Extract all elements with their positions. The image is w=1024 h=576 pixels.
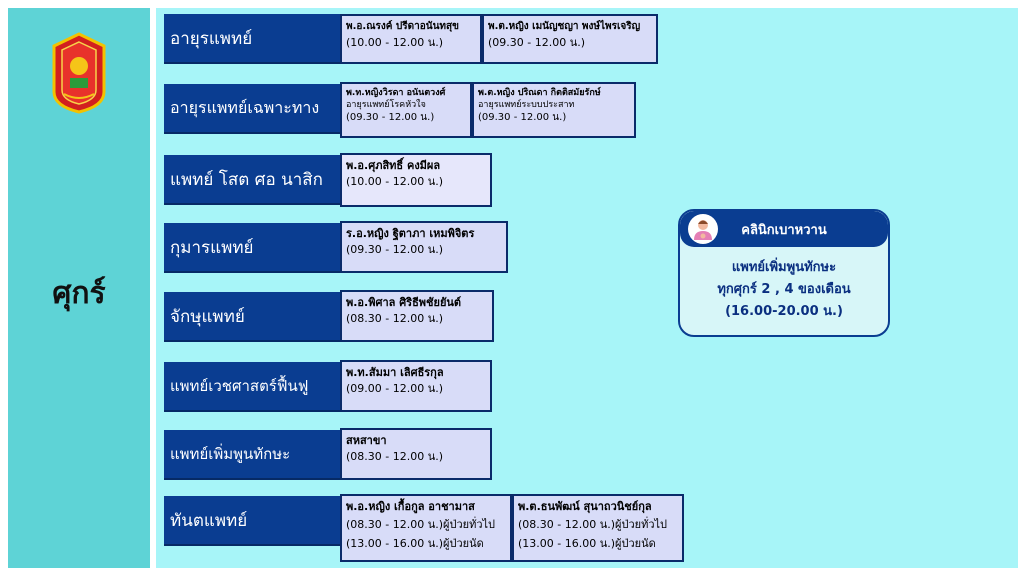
doctor-card: พ.ต.หญิง เมนัญชญา พงษ์ไพรเจริญ (09.30 - … bbox=[482, 14, 658, 64]
dept-intern: แพทย์เพิ่มพูนทักษะ bbox=[164, 430, 340, 480]
doctor-card: พ.ท.สัมมา เลิศธีรกุล (09.00 - 12.00 น.) bbox=[340, 360, 492, 412]
doctor-time: (08.30 - 12.00 น.)ผู้ป่วยทั่วไป bbox=[518, 518, 668, 531]
doctor-name: พ.ต.ธนพัฒน์ สุนาถวนิชย์กุล bbox=[518, 500, 652, 513]
doctor-card: พ.อ.หญิง เกื้อกูล อาชามาส (08.30 - 12.00… bbox=[340, 494, 512, 562]
clinic-line-days: ทุกศุกร์ 2 , 4 ของเดือน bbox=[717, 282, 851, 297]
diabetes-clinic-card: คลินิกเบาหวาน แพทย์เพิ่มพูนทักษะ ทุกศุกร… bbox=[678, 209, 890, 337]
doctor-time: (13.00 - 16.00 น.)ผู้ป่วยนัด bbox=[518, 537, 656, 550]
doctor-time: (10.00 - 12.00 น.) bbox=[346, 175, 444, 188]
doctor-time: (08.30 - 12.00 น.)ผู้ป่วยทั่วไป bbox=[346, 518, 496, 531]
doctor-time: (09.30 - 12.00 น.) bbox=[478, 112, 567, 123]
doctor-name: พ.ท.หญิงวิรดา อนันตวงศ์ bbox=[346, 88, 446, 98]
dept-internal-medicine: อายุรแพทย์ bbox=[164, 14, 340, 64]
doctor-name: ร.อ.หญิง ฐิตาภา เหมพิจิตร bbox=[346, 227, 475, 240]
doctor-time: (08.30 - 12.00 น.) bbox=[346, 312, 444, 325]
sidebar: ศุกร์ bbox=[8, 8, 150, 568]
doctor-card: ร.อ.หญิง ฐิตาภา เหมพิจิตร (09.30 - 12.00… bbox=[340, 221, 508, 273]
dept-pediatrics: กุมารแพทย์ bbox=[164, 223, 340, 273]
doctor-time: (09.00 - 12.00 น.) bbox=[346, 382, 444, 395]
diabetes-clinic-icon bbox=[688, 214, 718, 244]
doctor-name: พ.อ.หญิง เกื้อกูล อาชามาส bbox=[346, 500, 475, 513]
clinic-title: คลินิกเบาหวาน bbox=[741, 222, 827, 238]
dept-internal-medicine-specialist: อายุรแพทย์เฉพาะทาง bbox=[164, 84, 340, 134]
doctor-name: พ.ท.สัมมา เลิศธีรกุล bbox=[346, 366, 444, 379]
doctor-name: พ.อ.ณรงค์ ปรีดาอนันทสุข bbox=[346, 21, 459, 32]
doctor-card: พ.ท.หญิงวิรดา อนันตวงศ์ อายุรแพทย์โรคหัว… bbox=[340, 82, 472, 138]
doctor-time: (08.30 - 12.00 น.) bbox=[346, 450, 444, 463]
doctor-card: พ.อ.พิศาล ศิริธีพชัยยันต์ (08.30 - 12.00… bbox=[340, 290, 494, 342]
dept-ophthalmology: จักษุแพทย์ bbox=[164, 292, 340, 342]
doctor-card: พ.อ.ณรงค์ ปรีดาอนันทสุข (10.00 - 12.00 น… bbox=[340, 14, 482, 64]
doctor-time: (10.00 - 12.00 น.) bbox=[346, 36, 444, 49]
doctor-card: สหสาขา (08.30 - 12.00 น.) bbox=[340, 428, 492, 480]
doctor-time: (09.30 - 12.00 น.) bbox=[346, 112, 435, 123]
doctor-name: สหสาขา bbox=[346, 434, 387, 447]
doctor-time: (09.30 - 12.00 น.) bbox=[346, 243, 444, 256]
clinic-details: แพทย์เพิ่มพูนทักษะ ทุกศุกร์ 2 , 4 ของเดื… bbox=[680, 247, 888, 323]
clinic-line-doctor: แพทย์เพิ่มพูนทักษะ bbox=[731, 260, 837, 275]
dept-dentistry: ทันตแพทย์ bbox=[164, 496, 340, 546]
doctor-name: พ.อ.ศุภสิทธิ์ คงมีผล bbox=[346, 159, 441, 172]
doctor-card: พ.ต.หญิง ปริณดา กิตติสมัยรักษ์ อายุรแพทย… bbox=[472, 82, 636, 138]
doctor-card: พ.อ.ศุภสิทธิ์ คงมีผล (10.00 - 12.00 น.) bbox=[340, 153, 492, 207]
doctor-specialty: อายุรแพทย์โรคหัวใจ bbox=[346, 100, 426, 110]
doctor-card: พ.ต.ธนพัฒน์ สุนาถวนิชย์กุล (08.30 - 12.0… bbox=[512, 494, 684, 562]
clinic-line-time: (16.00-20.00 น.) bbox=[725, 304, 843, 319]
doctor-name: พ.อ.พิศาล ศิริธีพชัยยันต์ bbox=[346, 296, 462, 309]
hospital-emblem-icon bbox=[52, 32, 106, 114]
doctor-name: พ.ต.หญิง เมนัญชญา พงษ์ไพรเจริญ bbox=[488, 21, 641, 32]
dept-rehabilitation: แพทย์เวชศาสตร์ฟื้นฟู bbox=[164, 362, 340, 412]
doctor-specialty: อายุรแพทย์ระบบประสาท bbox=[478, 100, 575, 110]
doctor-time: (09.30 - 12.00 น.) bbox=[488, 36, 586, 49]
clinic-header: คลินิกเบาหวาน bbox=[680, 211, 888, 247]
dept-ent: แพทย์ โสต ศอ นาสิก bbox=[164, 155, 340, 205]
day-label: ศุกร์ bbox=[52, 276, 106, 311]
doctor-name: พ.ต.หญิง ปริณดา กิตติสมัยรักษ์ bbox=[478, 88, 601, 98]
doctor-time: (13.00 - 16.00 น.)ผู้ป่วยนัด bbox=[346, 537, 484, 550]
